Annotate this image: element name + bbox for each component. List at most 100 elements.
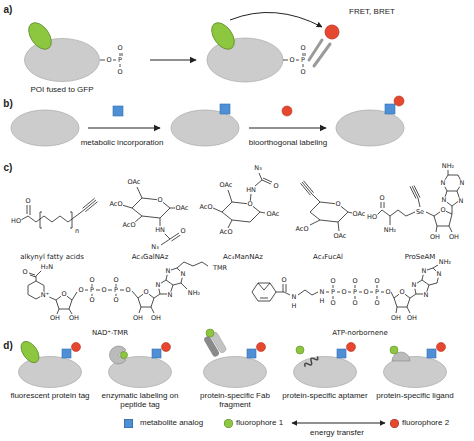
- atom-label: N: [441, 197, 447, 204]
- protein-ellipse: [384, 357, 447, 388]
- atom-label: O: [180, 228, 186, 235]
- panel-a-art: [100, 12, 339, 82]
- panel-a-art: [207, 19, 239, 54]
- atom-label: O: [300, 69, 306, 76]
- atom-label: O: [281, 277, 287, 284]
- protein-decorations: [247, 349, 256, 358]
- atom-label: P: [331, 289, 336, 296]
- compound-name: alkynyl fatty acids: [20, 254, 84, 261]
- atom-label: N: [459, 180, 465, 187]
- protein-decorations: [390, 346, 398, 354]
- panel-letter: a): [4, 5, 13, 15]
- atom-label: O: [78, 287, 84, 294]
- atom-label: O: [330, 278, 336, 285]
- chemical-structures: [21, 198, 97, 228]
- protein-decorations: [337, 349, 346, 358]
- atom-label: O: [113, 277, 119, 284]
- atom-label: H: [291, 303, 297, 310]
- atom-label: N: [167, 292, 173, 299]
- compound-name: ATP-norbornene: [332, 330, 388, 337]
- atom-label: O: [374, 300, 380, 307]
- energy-transfer-arrow: [292, 423, 385, 424]
- protein-decorations: [72, 343, 81, 352]
- atom-label: P: [353, 289, 358, 296]
- protein-decorations: [203, 331, 227, 358]
- atom-label: O: [117, 45, 123, 52]
- compound-name: ProSeAM: [405, 254, 436, 261]
- atom-label: O: [330, 300, 336, 307]
- atom-label: N: [458, 198, 464, 205]
- legend-text: metabolite analog: [140, 419, 203, 427]
- protein-shape: protein-specific Fab fragment: [203, 356, 267, 388]
- panel-b-art: [113, 106, 123, 116]
- panel-letter: c): [4, 163, 13, 173]
- atom-label: O: [101, 287, 107, 294]
- protein-caption: protein-specific Fab fragment: [192, 391, 278, 409]
- atom-label: O: [89, 297, 95, 304]
- chemical-structures: [28, 262, 208, 314]
- atom-label: OH: [49, 315, 60, 322]
- atom-label: N: [411, 282, 417, 289]
- atom-label: OH: [132, 315, 143, 322]
- atom-label: P: [90, 287, 95, 294]
- protein-decorations: [62, 343, 446, 359]
- protein-caption: protein-specific aptamer: [282, 391, 368, 400]
- protein-decorations: [296, 346, 304, 354]
- atom-label: O: [363, 289, 369, 296]
- atom-label: N: [423, 292, 429, 299]
- protein-decorations: [437, 343, 446, 352]
- atom-label: HN: [155, 227, 166, 234]
- circle-swatch: [390, 419, 399, 428]
- atom-label: n: [74, 228, 79, 235]
- atom-label: H₂N: [40, 264, 53, 271]
- atom-label: OAc: [175, 205, 189, 212]
- panel-b-art: [249, 127, 326, 128]
- circle-swatch: [224, 419, 233, 428]
- protein-ellipse: [204, 357, 267, 388]
- atom-label: O: [157, 197, 163, 204]
- atom-label: HN: [246, 187, 257, 194]
- legend-text: energy transfer: [310, 429, 364, 437]
- panel-b-art: [394, 96, 404, 106]
- panel-a-art: [230, 12, 322, 27]
- protein-caption: protein-specific ligand: [372, 391, 458, 400]
- atom-label: NH₂: [187, 290, 200, 297]
- atom-label: O: [25, 198, 31, 205]
- panel-b-art: [220, 104, 230, 114]
- atom-label: N⁺: [40, 292, 49, 299]
- atom-label: N: [180, 271, 186, 278]
- atom-label: O: [113, 297, 119, 304]
- atom-label: OAc: [333, 233, 347, 240]
- atom-label: OAc: [219, 182, 233, 189]
- compound-name: Ac₄ManNAz: [223, 254, 263, 261]
- atom-label: O: [61, 291, 67, 298]
- atom-label: O: [125, 287, 131, 294]
- atom-label: OH: [406, 315, 417, 322]
- protein-caption: POI fused to GFP: [10, 85, 114, 94]
- atom-label: NH₂: [383, 227, 396, 234]
- atom-label: O: [247, 201, 253, 208]
- chemical-structures: [122, 187, 181, 245]
- chemical-structures: [21, 170, 462, 314]
- atom-label: OAc: [127, 179, 141, 186]
- atom-label: O: [22, 269, 28, 276]
- atom-label: O: [117, 69, 123, 76]
- protein-decorations: [210, 331, 227, 354]
- protein-ellipse: [294, 357, 357, 388]
- chemical-structures: [377, 170, 462, 232]
- atom-label: OAc: [352, 211, 366, 218]
- panel-letter: b): [3, 99, 12, 109]
- atom-label: N: [155, 282, 161, 289]
- protein-outline: [18, 356, 82, 388]
- atom-label: AcO: [219, 229, 233, 236]
- panel-a-art: [283, 53, 305, 67]
- atom-label: OH: [390, 315, 401, 322]
- protein-decorations: [347, 343, 356, 352]
- atom-label: TMR: [212, 265, 227, 272]
- atom-label: OH: [429, 234, 440, 241]
- protein-decorations: [152, 349, 161, 358]
- protein-ellipse: [19, 357, 82, 388]
- atom-label: OAc: [266, 211, 280, 218]
- compound-name: Ac₄FucAl: [313, 254, 343, 261]
- atom-label: N: [319, 289, 325, 296]
